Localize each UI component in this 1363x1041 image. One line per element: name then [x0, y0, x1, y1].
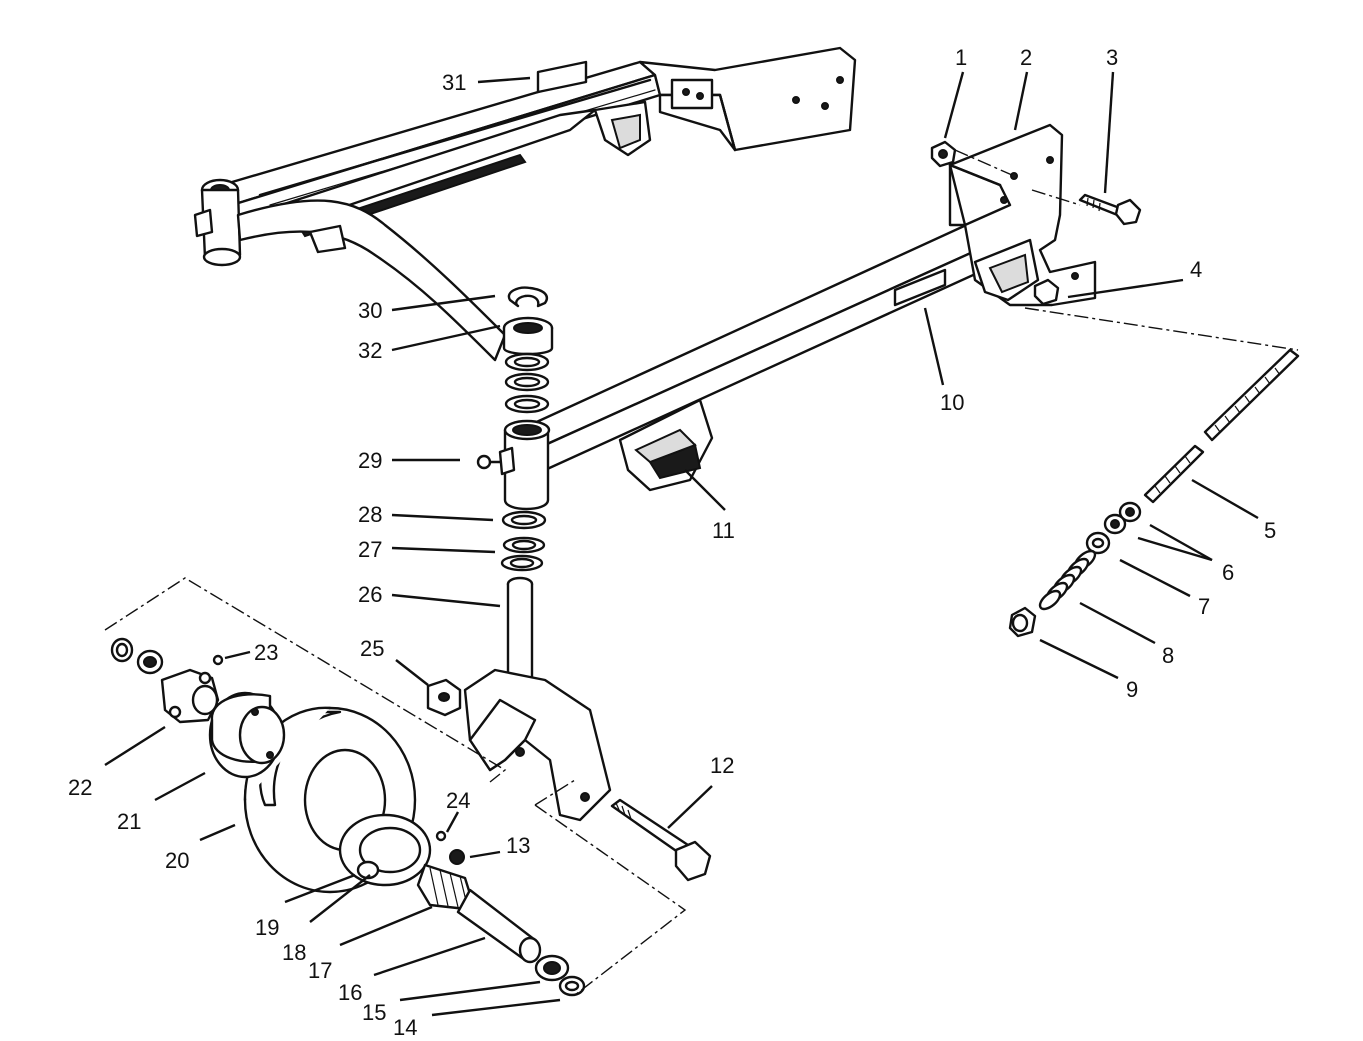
callout-30: 30: [358, 298, 382, 323]
callout-26: 26: [358, 582, 382, 607]
callout-6: 6: [1222, 560, 1234, 585]
callout-23: 23: [254, 640, 278, 665]
roller-bearing: [416, 863, 477, 912]
front-axle-beam: [528, 123, 1097, 492]
callout-labels: 1 2 3 4 5 6 7 8 9 10 11 12 13 14 15 16 1…: [68, 45, 1276, 1040]
spring: [1038, 549, 1097, 611]
callout-27: 27: [358, 537, 382, 562]
callout-19: 19: [255, 915, 279, 940]
callout-9: 9: [1126, 677, 1138, 702]
assembly-lines: [104, 149, 1299, 996]
wheel-assembly: [110, 637, 586, 997]
callout-18: 18: [282, 940, 306, 965]
callout-32: 32: [358, 338, 382, 363]
callout-3: 3: [1106, 45, 1118, 70]
callout-31: 31: [442, 70, 466, 95]
callout-15: 15: [362, 1000, 386, 1025]
callout-21: 21: [117, 809, 141, 834]
callout-10: 10: [940, 390, 964, 415]
fasteners: [930, 140, 1142, 306]
leader-lines: [104, 71, 1259, 1017]
callout-7: 7: [1198, 594, 1210, 619]
callout-28: 28: [358, 502, 382, 527]
callout-14: 14: [393, 1015, 417, 1040]
callout-8: 8: [1162, 643, 1174, 668]
callout-5: 5: [1264, 518, 1276, 543]
axle-bolt: [610, 798, 712, 882]
callout-2: 2: [1020, 45, 1032, 70]
callout-22: 22: [68, 775, 92, 800]
callout-12: 12: [710, 753, 734, 778]
callout-16: 16: [338, 980, 362, 1005]
callout-13: 13: [506, 833, 530, 858]
callout-29: 29: [358, 448, 382, 473]
callout-20: 20: [165, 848, 189, 873]
tie-rod-assembly: [1008, 348, 1300, 638]
callout-1: 1: [955, 45, 967, 70]
callout-24: 24: [446, 788, 470, 813]
callout-11: 11: [712, 518, 735, 543]
callout-25: 25: [360, 636, 384, 661]
rear-frame-rail: [193, 46, 857, 362]
callout-4: 4: [1190, 257, 1202, 282]
callout-17: 17: [308, 958, 332, 983]
spindle-stack: [426, 286, 612, 822]
